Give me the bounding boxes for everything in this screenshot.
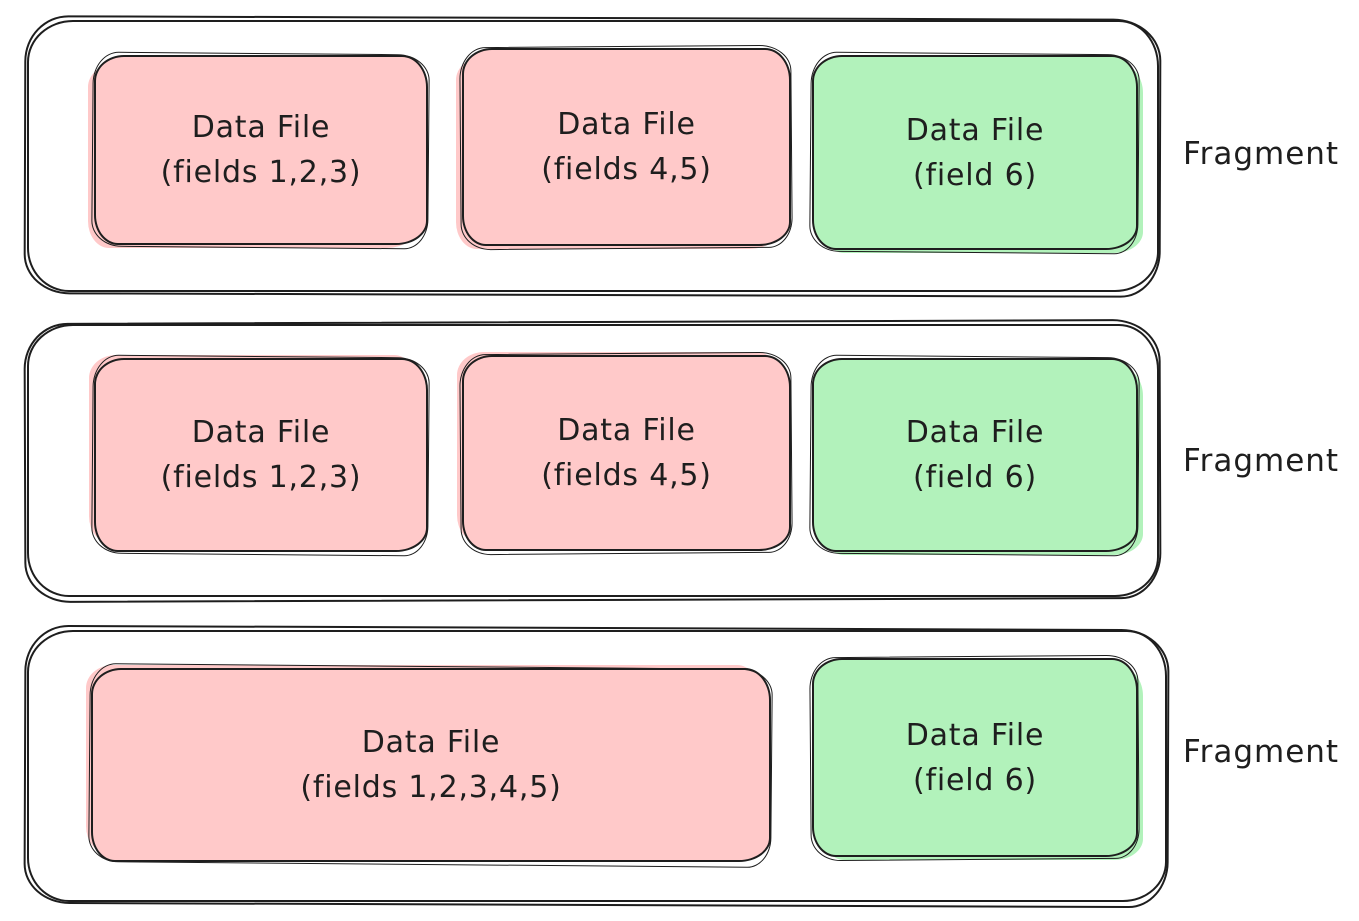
data-file-title: Data File: [905, 112, 1045, 148]
data-file-fields: (fields 4,5): [541, 458, 712, 493]
data-file-box-fields-1-2-3: Data File (fields 1,2,3): [94, 358, 428, 552]
fragment-1-label: Fragment: [1183, 136, 1340, 172]
data-file-title: Data File: [191, 110, 331, 145]
data-file-box-fields-1-2-3: Data File (fields 1,2,3): [94, 55, 428, 245]
data-file-fields: (fields 4,5): [541, 152, 712, 187]
data-file-fields: (fields 1,2,3,4,5): [300, 770, 562, 805]
data-file-title: Data File: [361, 725, 501, 760]
data-file-box-fields-4-5: Data File (fields 4,5): [462, 48, 791, 246]
data-file-title: Data File: [557, 107, 696, 142]
data-file-fields: (field 6): [913, 157, 1037, 193]
fragment-3-label: Fragment: [1183, 734, 1340, 770]
fragment-3-container: Data File (fields 1,2,3,4,5) Data File (…: [27, 630, 1167, 902]
data-file-box-fields-1-2-3-4-5: Data File (fields 1,2,3,4,5): [91, 668, 771, 862]
data-file-fields: (fields 1,2,3): [160, 460, 362, 495]
data-file-box-field-6: Data File (field 6): [812, 55, 1138, 250]
data-file-box-fields-4-5: Data File (fields 4,5): [462, 355, 791, 551]
data-file-title: Data File: [557, 413, 696, 448]
data-file-title: Data File: [905, 415, 1045, 450]
data-file-box-field-6: Data File (field 6): [812, 658, 1138, 857]
fragment-2-container: Data File (fields 1,2,3) Data File (fiel…: [27, 324, 1159, 597]
data-file-fields: (field 6): [913, 762, 1037, 798]
data-file-title: Data File: [191, 415, 331, 450]
data-file-box-field-6: Data File (field 6): [812, 358, 1138, 552]
data-file-fields: (fields 1,2,3): [160, 155, 362, 190]
fragment-2-label: Fragment: [1183, 443, 1340, 479]
data-file-title: Data File: [905, 717, 1045, 753]
data-file-fields: (field 6): [913, 460, 1037, 495]
fragment-1-container: Data File (fields 1,2,3) Data File (fiel…: [27, 20, 1159, 292]
